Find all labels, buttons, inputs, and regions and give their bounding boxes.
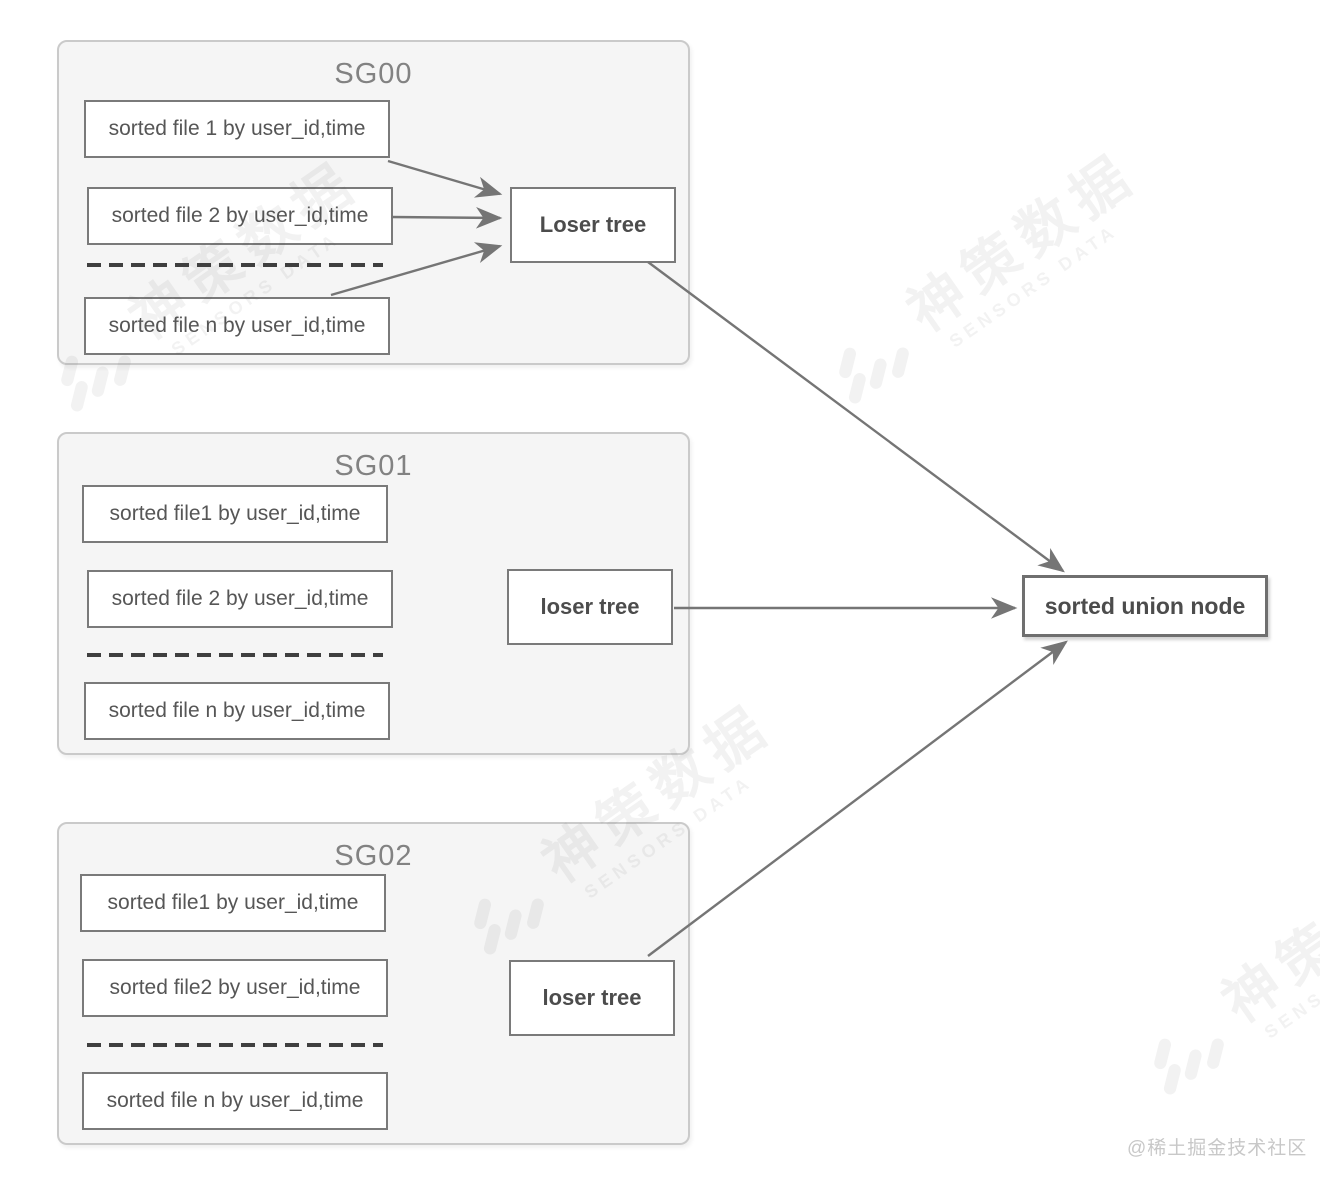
ellipsis-dashed-line xyxy=(87,653,383,657)
watermark-text: 神策数据 SENSORS DATA xyxy=(1210,831,1320,1043)
group-sg00: SG00 sorted file 1 by user_id,time sorte… xyxy=(57,40,690,365)
watermark-text: 神策数据 SENSORS DATA xyxy=(895,140,1149,352)
file-box-sg02-2: sorted file2 by user_id,time xyxy=(82,959,388,1017)
sensors-data-logo-icon xyxy=(838,347,909,404)
group-sg02: SG02 sorted file1 by user_id,time sorted… xyxy=(57,822,690,1145)
sorted-union-node-box: sorted union node xyxy=(1022,575,1268,637)
file-box-sg00-1: sorted file 1 by user_id,time xyxy=(84,100,390,158)
watermark: 神策数据 SENSORS DATA xyxy=(1128,831,1320,1112)
ellipsis-dashed-line xyxy=(87,263,383,267)
arrow-sg00tree-to-union xyxy=(647,261,1065,573)
group-sg01: SG01 sorted file1 by user_id,time sorted… xyxy=(57,432,690,755)
group-title-sg00: SG00 xyxy=(334,58,413,90)
ellipsis-dashed-line xyxy=(87,1043,383,1047)
loser-tree-box-sg01: loser tree xyxy=(507,569,673,645)
file-box-sg01-2: sorted file 2 by user_id,time xyxy=(87,570,393,628)
file-box-sg01-n: sorted file n by user_id,time xyxy=(84,682,390,740)
group-title-sg02: SG02 xyxy=(334,840,413,872)
file-box-sg02-n: sorted file n by user_id,time xyxy=(82,1072,388,1130)
file-box-sg00-2: sorted file 2 by user_id,time xyxy=(87,187,393,245)
sensors-data-logo-icon xyxy=(1153,1038,1224,1095)
loser-tree-box-sg02: loser tree xyxy=(509,960,675,1036)
file-box-sg02-1: sorted file1 by user_id,time xyxy=(80,874,386,932)
loser-tree-box-sg00: Loser tree xyxy=(510,187,676,263)
arrow-sg02tree-to-union xyxy=(647,640,1068,957)
attribution-text: @稀土掘金技术社区 xyxy=(1127,1138,1308,1159)
file-box-sg01-1: sorted file1 by user_id,time xyxy=(82,485,388,543)
watermark: 神策数据 SENSORS DATA xyxy=(813,140,1161,421)
group-title-sg01: SG01 xyxy=(334,450,413,482)
file-box-sg00-n: sorted file n by user_id,time xyxy=(84,297,390,355)
